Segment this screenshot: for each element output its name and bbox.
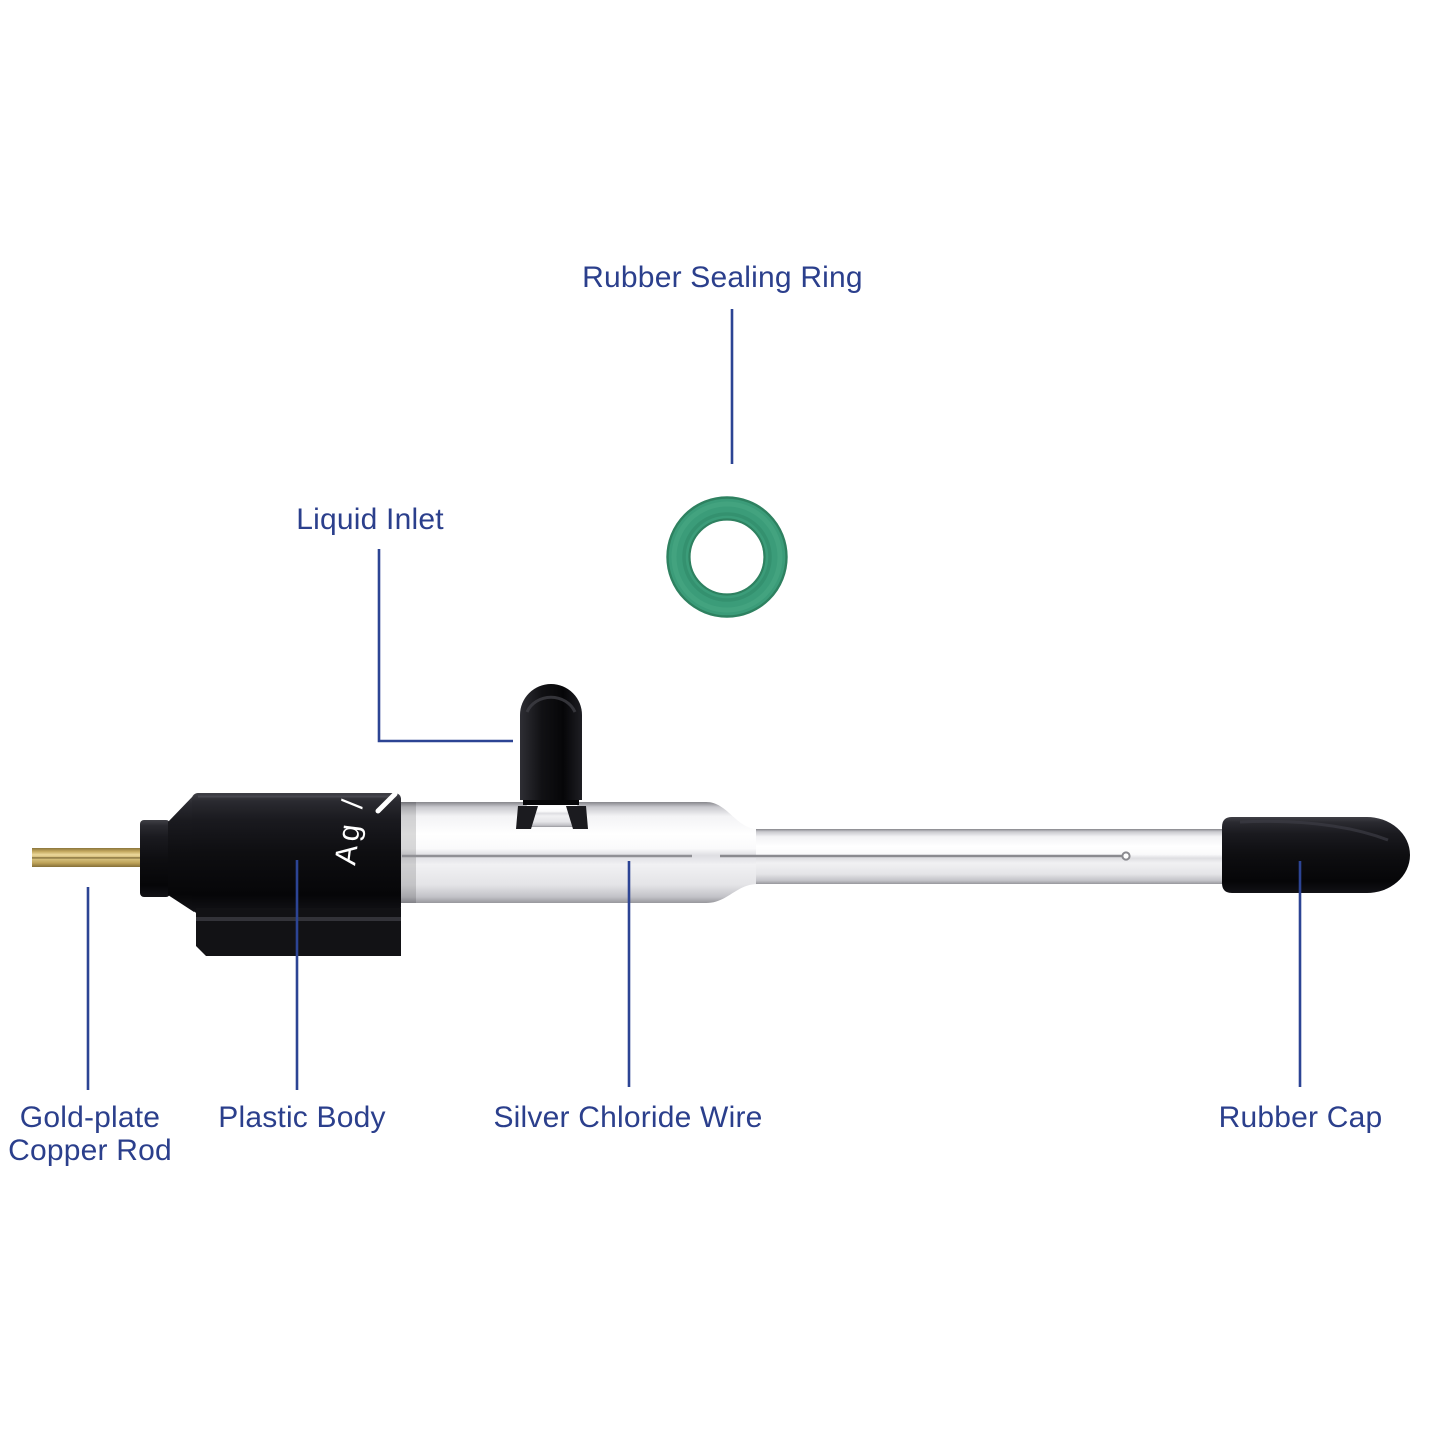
label-silver-chloride-wire: Silver Chloride Wire bbox=[493, 1101, 763, 1134]
electrode-head: Ag / bbox=[32, 791, 401, 956]
label-rubber-sealing-ring: Rubber Sealing Ring bbox=[582, 261, 863, 294]
leader-lines bbox=[86, 309, 1302, 1090]
oring-inner-shade bbox=[682, 512, 772, 602]
oring-inner-edge bbox=[688, 518, 766, 596]
gold-copper-rod bbox=[32, 848, 144, 867]
rubber-cap-shape bbox=[1222, 816, 1410, 894]
connector-collar bbox=[140, 820, 170, 897]
glass-tube-taper bbox=[692, 802, 758, 903]
label-rubber-cap: Rubber Cap bbox=[1218, 1101, 1383, 1134]
collar-cone bbox=[168, 795, 194, 912]
label-gold-plate-line1: Gold-plate bbox=[19, 1101, 161, 1134]
tube-body-shadow bbox=[400, 802, 416, 903]
leader-liquid-inlet bbox=[377, 549, 513, 743]
liquid-inlet-port bbox=[516, 684, 588, 829]
flange-groove bbox=[196, 917, 401, 921]
label-gold-plate-copper-rod: Gold-plate Copper Rod bbox=[0, 1101, 180, 1167]
body-flange bbox=[196, 908, 401, 956]
rubber-sealing-ring-part bbox=[666, 496, 788, 618]
inlet-glass-neck bbox=[523, 798, 581, 827]
label-liquid-inlet: Liquid Inlet bbox=[296, 503, 444, 536]
label-plastic-body: Plastic Body bbox=[218, 1101, 386, 1134]
rubber-cap-group bbox=[1222, 816, 1410, 894]
inlet-claw-left bbox=[516, 806, 538, 829]
inlet-cap bbox=[520, 684, 582, 800]
inlet-claw-right bbox=[566, 806, 588, 829]
silver-wire-tip bbox=[1121, 851, 1131, 861]
body-marking-slash2 bbox=[375, 791, 398, 814]
rubber-cap-highlight bbox=[1239, 819, 1389, 842]
inlet-cap-highlight bbox=[525, 695, 577, 713]
plastic-body-cylinder bbox=[192, 793, 401, 913]
oring-outer-sheen bbox=[671, 501, 783, 613]
oring-outer-edge bbox=[666, 496, 788, 618]
oring-body bbox=[667, 497, 787, 617]
label-gold-plate-line2: Copper Rod bbox=[8, 1134, 172, 1167]
